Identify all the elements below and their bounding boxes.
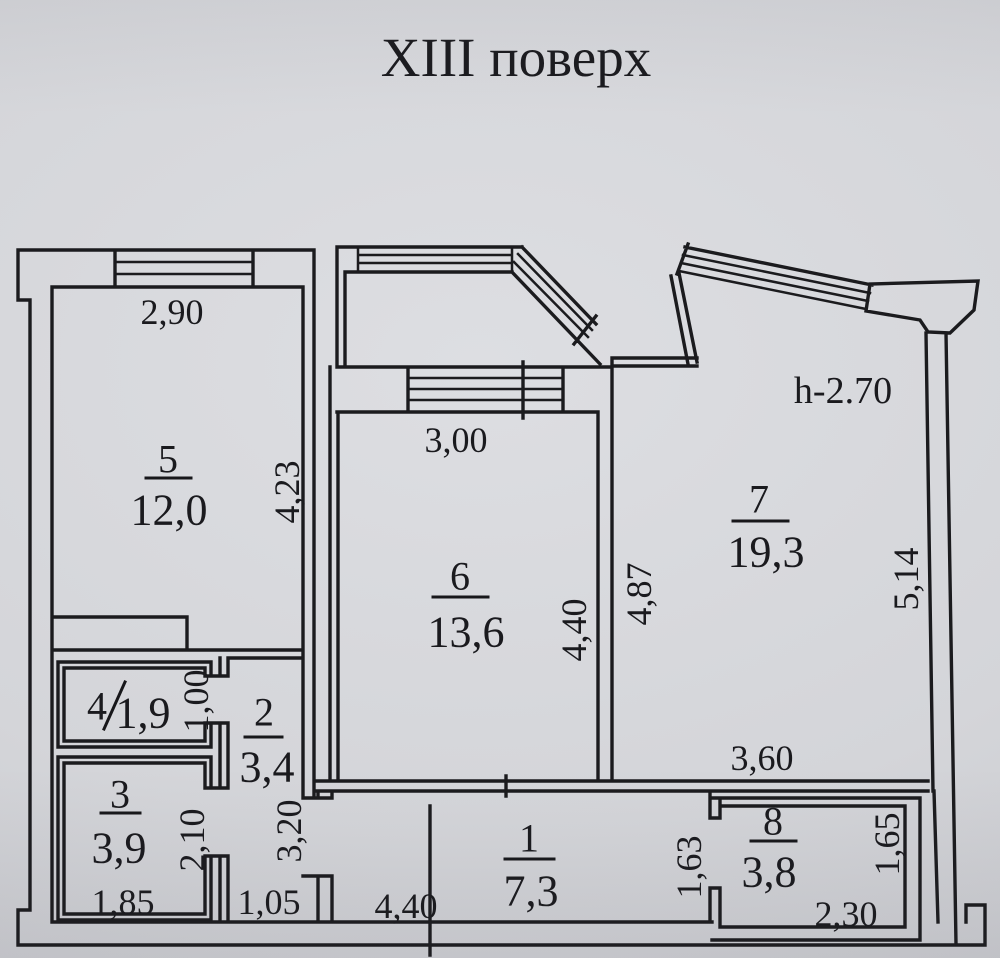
room-4-number: 4 <box>87 684 107 729</box>
room-4-area: 1,9 <box>116 689 171 738</box>
dim-room7-left-depth: 4,87 <box>619 563 659 626</box>
room-3-area: 3,9 <box>92 824 147 873</box>
dim-room7-right-depth: 5,14 <box>886 548 926 611</box>
ceiling-height-label: h-2.70 <box>794 370 892 412</box>
walls <box>16 241 987 957</box>
dim-room2-depth: 3,20 <box>269 800 309 863</box>
room-6-number: 6 <box>450 554 470 599</box>
dim-room1-width: 4,40 <box>375 886 438 926</box>
room-8-number: 8 <box>763 799 783 844</box>
dim-room1-right-depth: 1,63 <box>669 836 709 899</box>
room-7-area: 19,3 <box>728 528 805 577</box>
room-2-number: 2 <box>254 690 274 735</box>
room-8-area: 3,8 <box>742 848 797 897</box>
dim-room5-width: 2,90 <box>141 292 204 332</box>
dim-room2-width: 1,05 <box>238 882 301 922</box>
room-1-area: 7,3 <box>504 867 559 916</box>
dim-room8-depth: 1,65 <box>867 813 907 876</box>
room-3-number: 3 <box>110 772 130 817</box>
dim-room8-width: 2,30 <box>815 894 878 934</box>
room-2-area: 3,4 <box>240 743 295 792</box>
window-glazing-icon <box>113 245 872 402</box>
dim-room7-width: 3,60 <box>731 738 794 778</box>
dim-room5-depth: 4,23 <box>267 461 307 524</box>
dim-room3-depth: 2,10 <box>172 809 212 872</box>
room-5-area: 12,0 <box>131 486 208 535</box>
room-label-bars <box>99 476 798 861</box>
dim-room4-depth: 1,00 <box>176 670 216 733</box>
room-6-area: 13,6 <box>428 608 505 657</box>
dim-room3-width: 1,85 <box>92 882 155 922</box>
dim-room6-depth: 4,40 <box>554 599 594 662</box>
room-5-number: 5 <box>158 437 178 482</box>
room-7-number: 7 <box>749 477 769 522</box>
floor-title: XIII поверх <box>381 27 651 88</box>
room-1-number: 1 <box>519 816 539 861</box>
dim-room6-width: 3,00 <box>425 420 488 460</box>
